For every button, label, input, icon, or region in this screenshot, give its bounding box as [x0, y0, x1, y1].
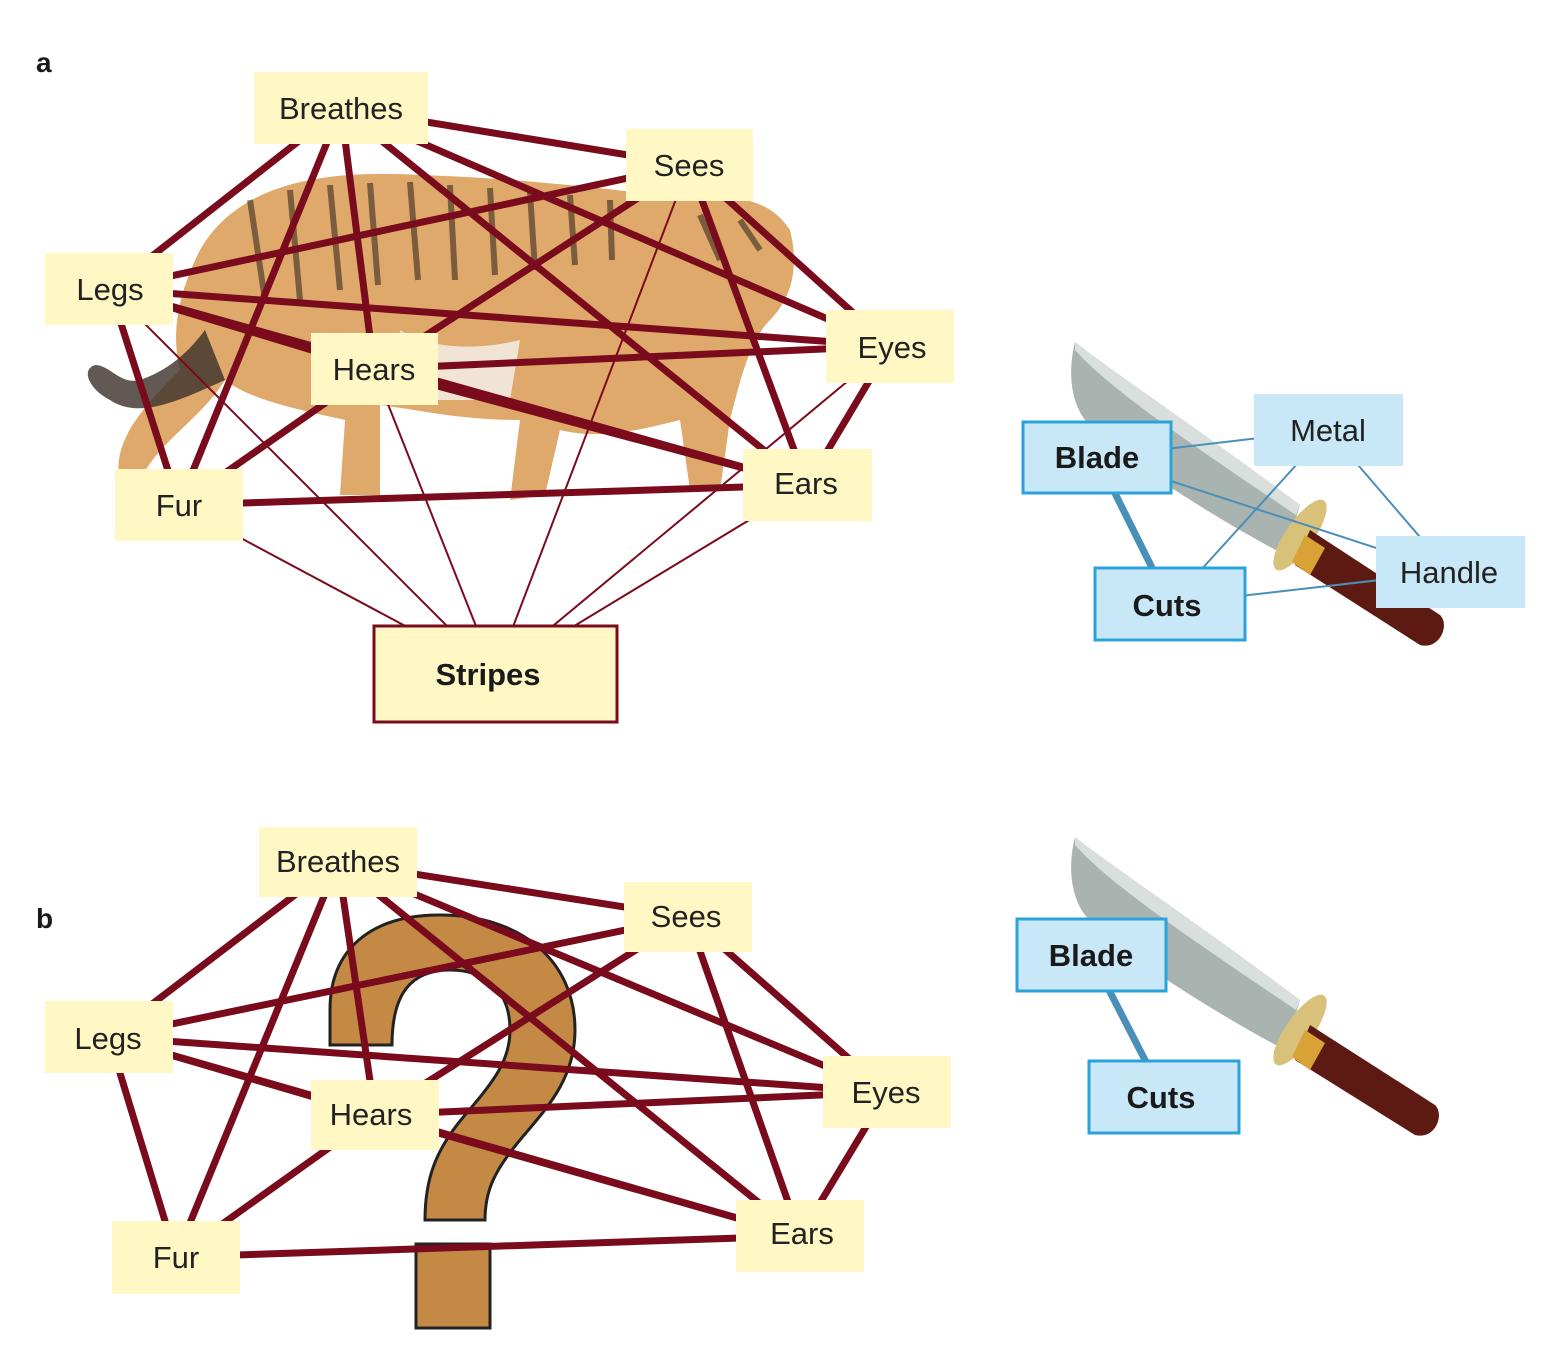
tiger-a-strong-edge-sees-ears	[685, 163, 811, 487]
tiger-b-strong-edge-sees-ears	[684, 915, 804, 1238]
tiger-node-breathes: Breathes	[254, 72, 428, 144]
tiger-node-eyes: Eyes	[826, 310, 954, 383]
tiger-node-fur: Fur	[115, 469, 243, 541]
tiger-node-legs: Legs	[45, 253, 173, 325]
tiger-b-strong-edge-hears-ears	[374, 1111, 801, 1240]
tiger-node-hears-b: Hears	[311, 1080, 439, 1150]
svg-text:Hears: Hears	[330, 1097, 413, 1132]
tiger-a-weak-edge-stripes-legs	[109, 288, 496, 675]
svg-text:Fur: Fur	[156, 488, 203, 523]
knife-node-handle: Handle	[1376, 536, 1525, 608]
svg-text:Fur: Fur	[153, 1240, 200, 1275]
tiger-b-strong-edge-legs-eyes	[108, 1033, 888, 1096]
svg-text:Breathes: Breathes	[279, 91, 403, 126]
knife-node-cuts-b: Cuts	[1087, 1059, 1241, 1135]
tiger-b-strong-edge-breathes-fur	[172, 860, 342, 1259]
tiger-node-ears-b: Ears	[736, 1200, 864, 1272]
svg-text:Breathes: Breathes	[276, 844, 400, 879]
tiger-network-edges-b	[105, 858, 890, 1261]
tiger-node-eyes-b: Eyes	[823, 1056, 951, 1128]
svg-text:Blade: Blade	[1049, 938, 1133, 973]
tiger-a-strong-edge-legs-eyes	[109, 285, 891, 350]
svg-text:Eyes: Eyes	[858, 330, 927, 365]
tiger-a-strong-edge-sees-legs	[109, 161, 690, 293]
panel-label-b: b	[36, 903, 53, 934]
svg-text:Blade: Blade	[1055, 440, 1139, 475]
svg-text:Sees: Sees	[654, 148, 725, 183]
knife-node-blade-a: Blade	[1021, 420, 1173, 495]
svg-text:Ears: Ears	[770, 1216, 834, 1251]
tiger-b-strong-edge-sees-legs	[108, 913, 689, 1041]
tiger-node-hears: Hears	[311, 333, 438, 405]
svg-text:Ears: Ears	[774, 466, 838, 501]
tiger-node-breathes-b: Breathes	[259, 827, 417, 897]
svg-text:Legs: Legs	[76, 272, 143, 307]
tiger-node-fur-b: Fur	[112, 1221, 240, 1294]
knife-node-cuts-a: Cuts	[1093, 566, 1247, 642]
tiger-a-strong-edge-breathes-ears	[338, 105, 810, 488]
tiger-image	[87, 173, 794, 500]
tiger-node-legs-b: Legs	[45, 1001, 173, 1073]
tiger-a-strong-edge-hears-eyes	[373, 342, 891, 373]
tiger-b-strong-edge-legs-fur	[105, 1035, 180, 1259]
tiger-node-stripes-highlighted: Stripes	[372, 624, 619, 724]
svg-text:Stripes: Stripes	[435, 657, 540, 692]
tiger-b-strong-edge-fur-ears	[175, 1232, 801, 1261]
tiger-a-weak-edge-stripes-eyes	[494, 345, 891, 675]
panel-label-a: a	[36, 47, 52, 78]
knife-image-a	[1071, 342, 1444, 646]
tiger-b-strong-edge-breathes-eyes	[336, 858, 889, 1096]
tiger-node-sees-b: Sees	[624, 882, 752, 952]
svg-text:Cuts: Cuts	[1133, 588, 1202, 623]
tiger-a-weak-edge-stripes-sees	[494, 164, 690, 675]
tiger-b-strong-edge-hears-eyes	[374, 1088, 888, 1119]
tiger-a-strong-edge-hears-ears	[373, 365, 808, 489]
svg-text:Hears: Hears	[333, 352, 416, 387]
tiger-a-strong-edge-breathes-eyes	[339, 104, 892, 350]
svg-text:Metal: Metal	[1290, 413, 1366, 448]
svg-text:Sees: Sees	[651, 899, 722, 934]
tiger-node-ears: Ears	[743, 449, 872, 521]
svg-text:Cuts: Cuts	[1127, 1080, 1196, 1115]
knife-node-blade-b: Blade	[1015, 917, 1168, 993]
tiger-a-weak-edge-stripes-hears	[373, 368, 496, 675]
svg-text:Eyes: Eyes	[852, 1075, 921, 1110]
tiger-a-strong-edge-fur-ears	[178, 481, 808, 509]
tiger-b-strong-edge-breathes-ears	[335, 859, 803, 1239]
tiger-a-strong-edge-breathes-fur	[175, 106, 345, 507]
svg-text:Handle: Handle	[1400, 555, 1498, 590]
knife-image-b	[1071, 837, 1439, 1136]
knife-node-metal: Metal	[1254, 394, 1403, 466]
svg-text:Legs: Legs	[74, 1021, 141, 1056]
tiger-node-sees: Sees	[626, 129, 753, 201]
